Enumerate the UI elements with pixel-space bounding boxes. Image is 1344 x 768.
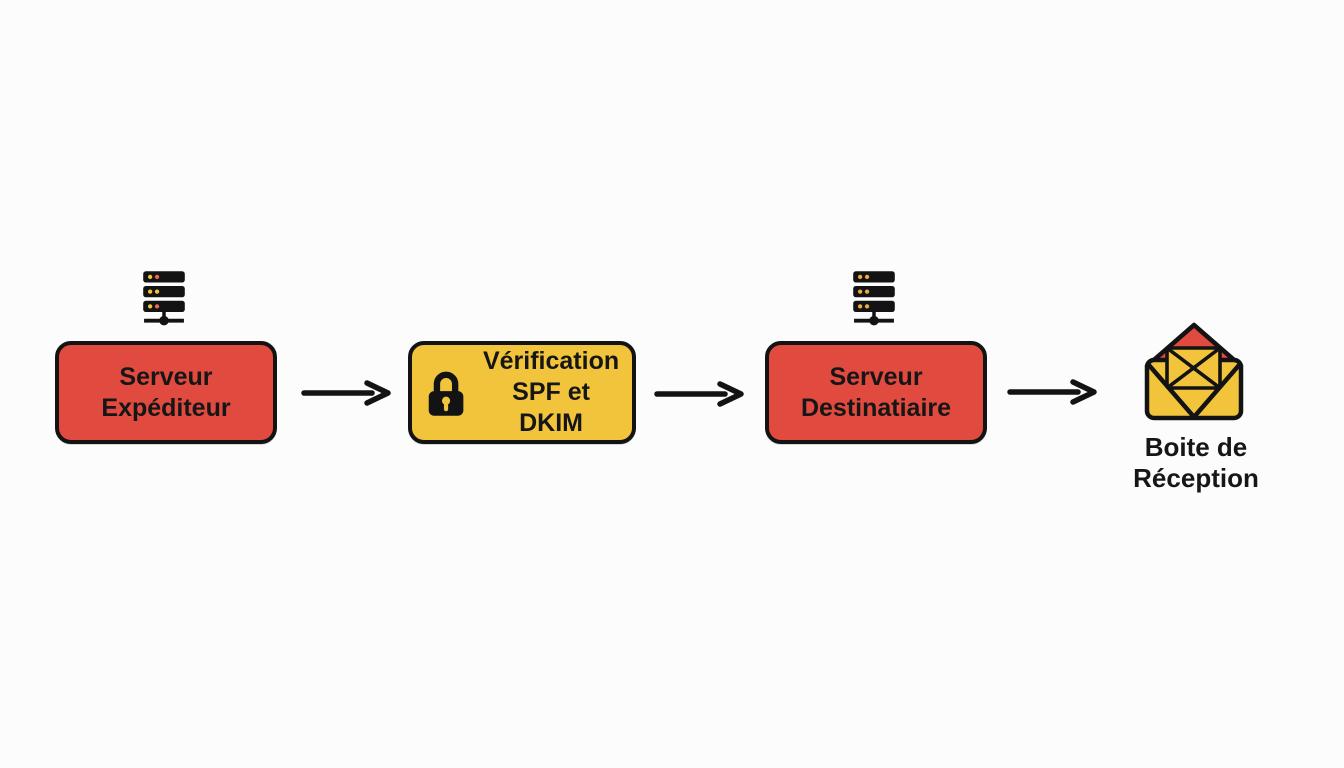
- server-icon: [853, 271, 895, 326]
- node-verification-spf-dkim: Vérification SPF et DKIM: [408, 341, 636, 444]
- server-icon: [143, 271, 185, 326]
- node-serveur-expediteur: Serveur Expéditeur: [55, 341, 277, 444]
- arrow-right-icon: [301, 380, 391, 406]
- node-label: Serveur Destinatiaire: [800, 362, 952, 422]
- node-serveur-destinataire: Serveur Destinatiaire: [765, 341, 987, 444]
- inbox-label: Boite de Réception: [1133, 432, 1259, 493]
- arrow-right-icon: [654, 381, 744, 407]
- lock-icon: [428, 371, 464, 416]
- node-label: Serveur Expéditeur: [101, 362, 231, 422]
- arrow-right-icon: [1007, 379, 1097, 405]
- open-envelope-icon: [1144, 322, 1244, 421]
- node-label: Vérification SPF et DKIM: [482, 347, 620, 437]
